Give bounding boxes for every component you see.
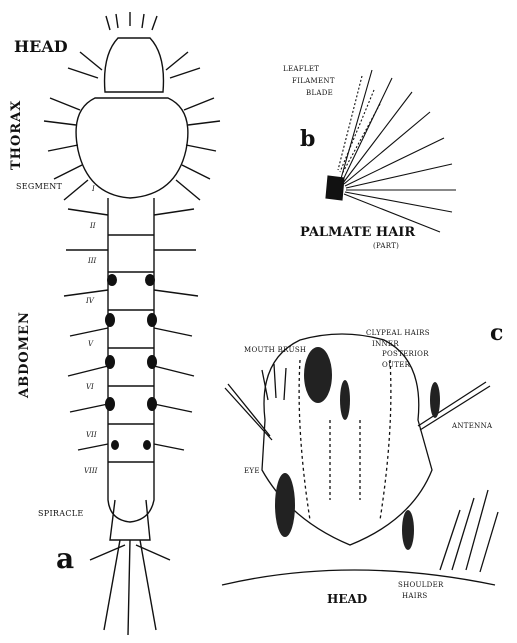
segment-label-1: I bbox=[92, 186, 95, 193]
panel-letter-a: a bbox=[56, 545, 74, 573]
label-head-a: HEAD bbox=[14, 39, 68, 55]
abdomen-hairs-left bbox=[64, 209, 108, 450]
label-shoulder: SHOULDER bbox=[398, 582, 444, 589]
thorax-outline bbox=[76, 98, 188, 198]
panel-letter-b: b bbox=[300, 128, 315, 150]
label-hairs: HAIRS bbox=[402, 593, 428, 600]
collar-line bbox=[222, 570, 495, 585]
larva-head-antennae bbox=[106, 12, 157, 30]
mouth-brush-left bbox=[262, 364, 286, 400]
segment-label-7: VII bbox=[86, 432, 97, 439]
panel-letter-c: c bbox=[490, 322, 503, 344]
segment-label-6: VI bbox=[86, 384, 94, 391]
segment-label-3: III bbox=[88, 258, 96, 265]
segment-label-2: II bbox=[90, 223, 96, 230]
label-filament: FILAMENT bbox=[292, 78, 335, 85]
label-head-c: HEAD bbox=[327, 593, 367, 605]
shoulder-hair-strands bbox=[440, 490, 498, 572]
tail-hairs bbox=[90, 540, 170, 635]
label-posterior: POSTERIOR bbox=[382, 351, 429, 358]
larva-head-hairs bbox=[68, 52, 200, 78]
label-outer: OUTER bbox=[382, 362, 410, 369]
label-eye: EYE bbox=[244, 468, 260, 475]
segment-label-5: V bbox=[88, 341, 93, 348]
label-spiracle: SPIRACLE bbox=[38, 510, 84, 518]
label-inner: INNER bbox=[372, 341, 399, 348]
palmate-hair-leaflets bbox=[340, 70, 456, 232]
abdomen-outline bbox=[108, 198, 154, 522]
label-segment: SEGMENT bbox=[16, 183, 62, 191]
palmate-hair-title: PALMATE HAIR bbox=[300, 226, 415, 239]
palmate-hair-base bbox=[326, 176, 344, 200]
head-closeup bbox=[222, 334, 498, 585]
abdomen-hairs-right bbox=[154, 209, 198, 450]
label-clypeal-hairs: CLYPEAL HAIRS bbox=[366, 330, 430, 337]
palmate-hair bbox=[326, 70, 456, 232]
segment-label-4: IV bbox=[86, 298, 94, 305]
label-blade: BLADE bbox=[306, 90, 333, 97]
larva-head-outline bbox=[105, 38, 164, 92]
thorax-hairs-right bbox=[176, 98, 220, 200]
label-mouth-brush: MOUTH BRUSH bbox=[244, 347, 306, 354]
label-leaflet: LEAFLET bbox=[283, 66, 319, 73]
label-abdomen: ABDOMEN bbox=[18, 311, 31, 398]
mouth-brush-mass bbox=[304, 347, 332, 403]
palmate-hair-subtitle: (PART) bbox=[373, 243, 399, 250]
segment-label-8: VIII bbox=[84, 468, 97, 475]
siphon-outline bbox=[110, 500, 150, 540]
abdomen-segment-lines bbox=[108, 235, 154, 462]
label-thorax: THORAX bbox=[10, 100, 23, 170]
eye-patch bbox=[275, 473, 295, 537]
label-antenna: ANTENNA bbox=[452, 423, 492, 430]
